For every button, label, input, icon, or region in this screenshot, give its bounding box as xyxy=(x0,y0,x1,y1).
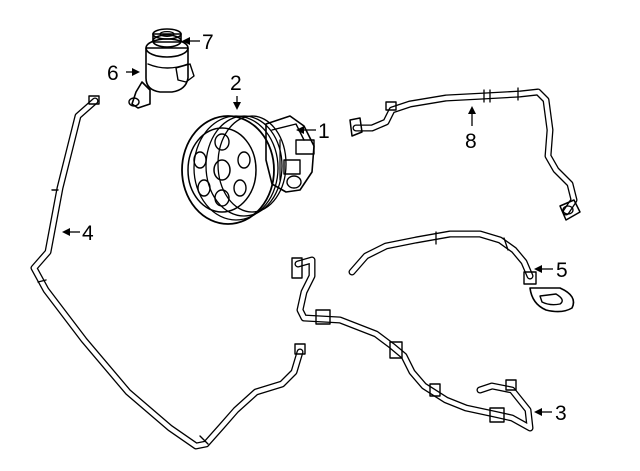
callout-1: 1 xyxy=(318,120,330,143)
part-2-pulley[interactable] xyxy=(181,115,287,225)
callout-7: 7 xyxy=(202,31,214,54)
part-6-7-reservoir[interactable] xyxy=(128,28,195,109)
callout-leaders xyxy=(62,37,553,416)
part-4-tube[interactable] xyxy=(30,95,306,450)
part-1-pump[interactable] xyxy=(265,115,315,193)
part-5-hose[interactable] xyxy=(348,230,575,313)
callout-8: 8 xyxy=(465,130,477,153)
callout-5: 5 xyxy=(556,259,568,282)
part-3-hose[interactable] xyxy=(291,256,534,432)
callout-4: 4 xyxy=(82,222,94,245)
part-8-hose[interactable] xyxy=(349,87,581,221)
callout-3: 3 xyxy=(555,402,567,425)
callout-6: 6 xyxy=(107,62,119,85)
callout-2: 2 xyxy=(230,72,242,95)
